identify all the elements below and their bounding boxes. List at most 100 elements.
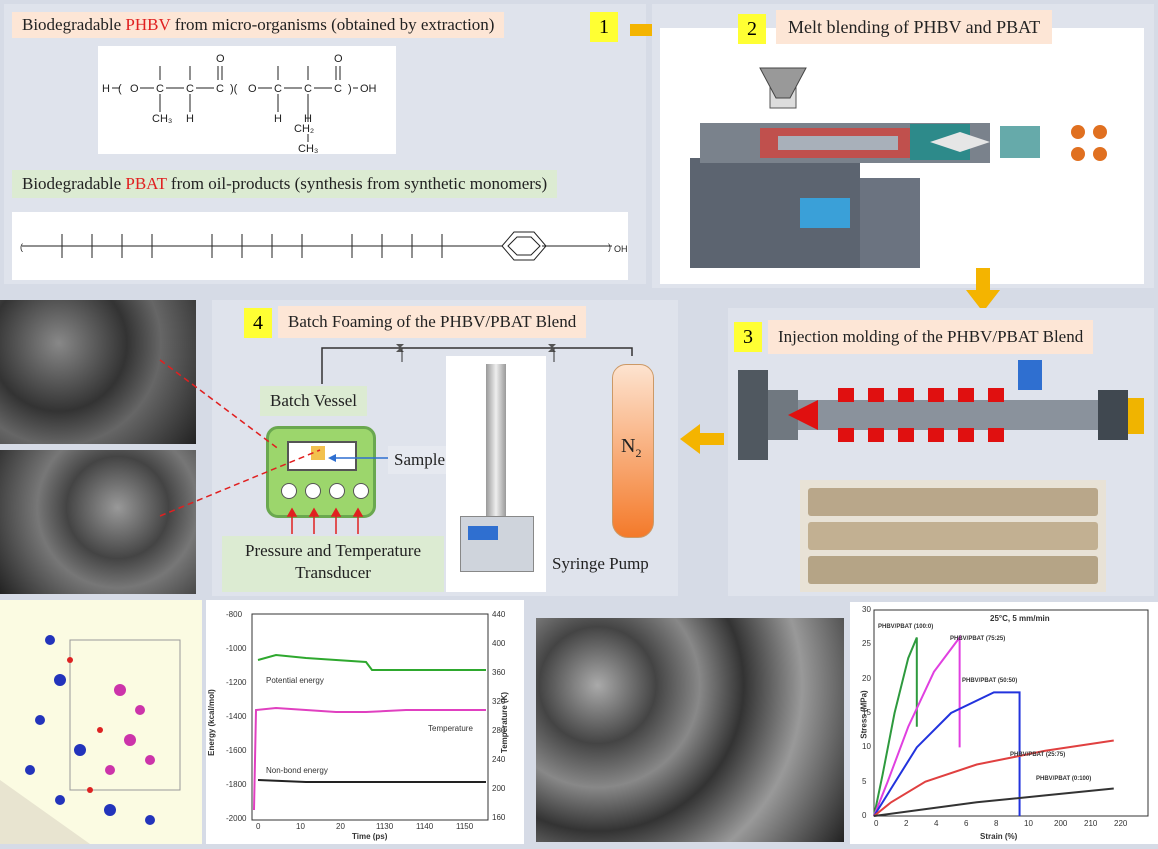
energy-xtick: 1150 xyxy=(456,822,474,831)
ss-xtick: 10 xyxy=(1024,819,1033,828)
energy-chart: Potential energy Temperature Non-bond en… xyxy=(206,600,524,844)
arrow-2-to-3 xyxy=(966,268,1000,312)
ss-series-line xyxy=(873,691,1021,817)
step1-panel: Biodegradable PHBV from micro-organisms … xyxy=(4,4,646,284)
energy-xtick: 10 xyxy=(296,822,305,831)
svg-text:): ) xyxy=(348,83,352,95)
ss-series-line xyxy=(873,787,1114,817)
ss-xtick: 6 xyxy=(964,819,969,828)
stress-strain-svg xyxy=(873,609,1149,817)
svg-text:H: H xyxy=(102,83,110,95)
ss-ytick: 25 xyxy=(862,639,871,649)
molecular-model xyxy=(0,600,202,844)
energy-xtick: 20 xyxy=(336,822,345,831)
step2-panel: 2 Melt blending of PHBV and PBAT xyxy=(652,4,1154,288)
sem-image-top xyxy=(0,300,196,444)
nonbond-energy-line xyxy=(257,779,486,783)
label-nonbond-energy: Non-bond energy xyxy=(266,766,328,775)
energy-ytick-left: -1600 xyxy=(226,746,247,755)
svg-text:C: C xyxy=(304,83,312,95)
syringe-pump-label: Syringe Pump xyxy=(552,554,649,573)
energy-xtick: 1140 xyxy=(416,822,434,831)
stress-strain-chart: 25°C, 5 mm/min Strain (%) Stress (MPa) P… xyxy=(850,602,1158,844)
svg-text:C: C xyxy=(186,83,194,95)
ss-series-line xyxy=(873,637,918,817)
energy-ytick-left: -1800 xyxy=(226,780,247,789)
arrow-3-to-4 xyxy=(680,424,724,454)
energy-ytick-right: 400 xyxy=(492,639,506,648)
energy-ytick-right: 280 xyxy=(492,726,506,735)
svg-text:(: ( xyxy=(20,242,23,252)
label-potential-energy: Potential energy xyxy=(266,676,324,685)
phbv-heading: Biodegradable PHBV from micro-organisms … xyxy=(12,12,505,38)
ss-ytick: 30 xyxy=(862,605,871,614)
energy-ytick-right: 440 xyxy=(492,610,506,619)
ss-xtick: 220 xyxy=(1114,819,1128,828)
ss-ytick: 15 xyxy=(862,708,871,717)
step4-panel: 4 Batch Foaming of the PHBV/PBAT Blend B… xyxy=(212,300,678,596)
ss-xtick: 4 xyxy=(934,819,939,828)
ss-xtick: 0 xyxy=(874,819,879,828)
svg-text:OH: OH xyxy=(360,83,377,95)
sample-label: Sample xyxy=(388,446,451,474)
temperature-line xyxy=(253,706,486,811)
ss-xlabel: Strain (%) xyxy=(980,832,1018,841)
pbat-structure: ( ) OH xyxy=(12,212,628,280)
ss-series-line xyxy=(873,634,961,817)
svg-text:H: H xyxy=(186,113,194,125)
svg-text:C: C xyxy=(274,83,282,95)
transducer-arrows xyxy=(286,507,364,534)
energy-xtick: 0 xyxy=(256,822,261,831)
pbat-heading: Biodegradable PBAT from oil-products (sy… xyxy=(12,170,558,198)
energy-ytick-right: 320 xyxy=(492,697,506,706)
syringe-pump-device xyxy=(446,356,546,592)
svg-text:O: O xyxy=(334,53,343,65)
ss-xtick: 8 xyxy=(994,819,999,828)
sem-image-foam xyxy=(536,618,844,842)
ss-series-line xyxy=(873,739,1114,817)
step-number-3: 3 xyxy=(734,322,762,352)
potential-energy-line xyxy=(257,653,486,671)
ss-ytick: 20 xyxy=(862,673,871,683)
svg-text:O: O xyxy=(216,53,225,65)
ss-series-label: PHBV/PBAT (0:100) xyxy=(1036,776,1092,782)
ss-title: 25°C, 5 mm/min xyxy=(990,614,1050,623)
step-number-4: 4 xyxy=(244,308,272,338)
ss-frame xyxy=(873,609,1149,817)
sem-image-bottom xyxy=(0,450,196,594)
sample-block xyxy=(311,446,325,460)
svg-text:CH₃: CH₃ xyxy=(152,113,172,125)
sem-link-lines xyxy=(159,359,321,517)
ss-series-label: PHBV/PBAT (25:75) xyxy=(1010,752,1066,758)
energy-ytick-left: -1000 xyxy=(226,644,247,653)
pbat-structure-drawing: ( ) OH xyxy=(20,231,628,261)
svg-text:O: O xyxy=(248,83,257,95)
energy-ylabel-left: Energy (kcal/mol) xyxy=(206,689,216,756)
molded-specimens-photo xyxy=(800,480,1106,592)
ss-ytick: 5 xyxy=(862,776,867,786)
extruder-area xyxy=(660,28,1144,284)
energy-ytick-right: 160 xyxy=(492,813,506,822)
ss-ytick: 0 xyxy=(862,811,867,820)
batch-vessel xyxy=(266,426,376,518)
transducer-label: Pressure and Temperature Transducer xyxy=(222,536,444,592)
foaming-setup-lines xyxy=(321,344,633,384)
svg-text:(: ( xyxy=(118,83,122,95)
ss-ytick: 10 xyxy=(862,742,871,752)
melt-extruder-drawing xyxy=(690,67,1107,268)
step3-panel: 3 Injection molding of the PHBV/PBAT Ble… xyxy=(728,308,1154,596)
svg-text:H: H xyxy=(274,113,282,125)
energy-ytick-right: 200 xyxy=(492,784,506,793)
energy-chart-svg xyxy=(251,613,489,821)
sample-pointer xyxy=(328,454,388,462)
svg-text:C: C xyxy=(334,83,342,95)
ss-series-label: PHBV/PBAT (100:0) xyxy=(878,624,934,630)
step-number-2: 2 xyxy=(738,14,766,44)
svg-text:C: C xyxy=(216,83,224,95)
n2-cylinder: N2 xyxy=(612,364,654,538)
energy-ytick-left: -2000 xyxy=(226,814,247,823)
label-temperature: Temperature xyxy=(428,724,473,733)
svg-text:C: C xyxy=(156,83,164,95)
injection-molder-drawing xyxy=(738,360,1144,460)
